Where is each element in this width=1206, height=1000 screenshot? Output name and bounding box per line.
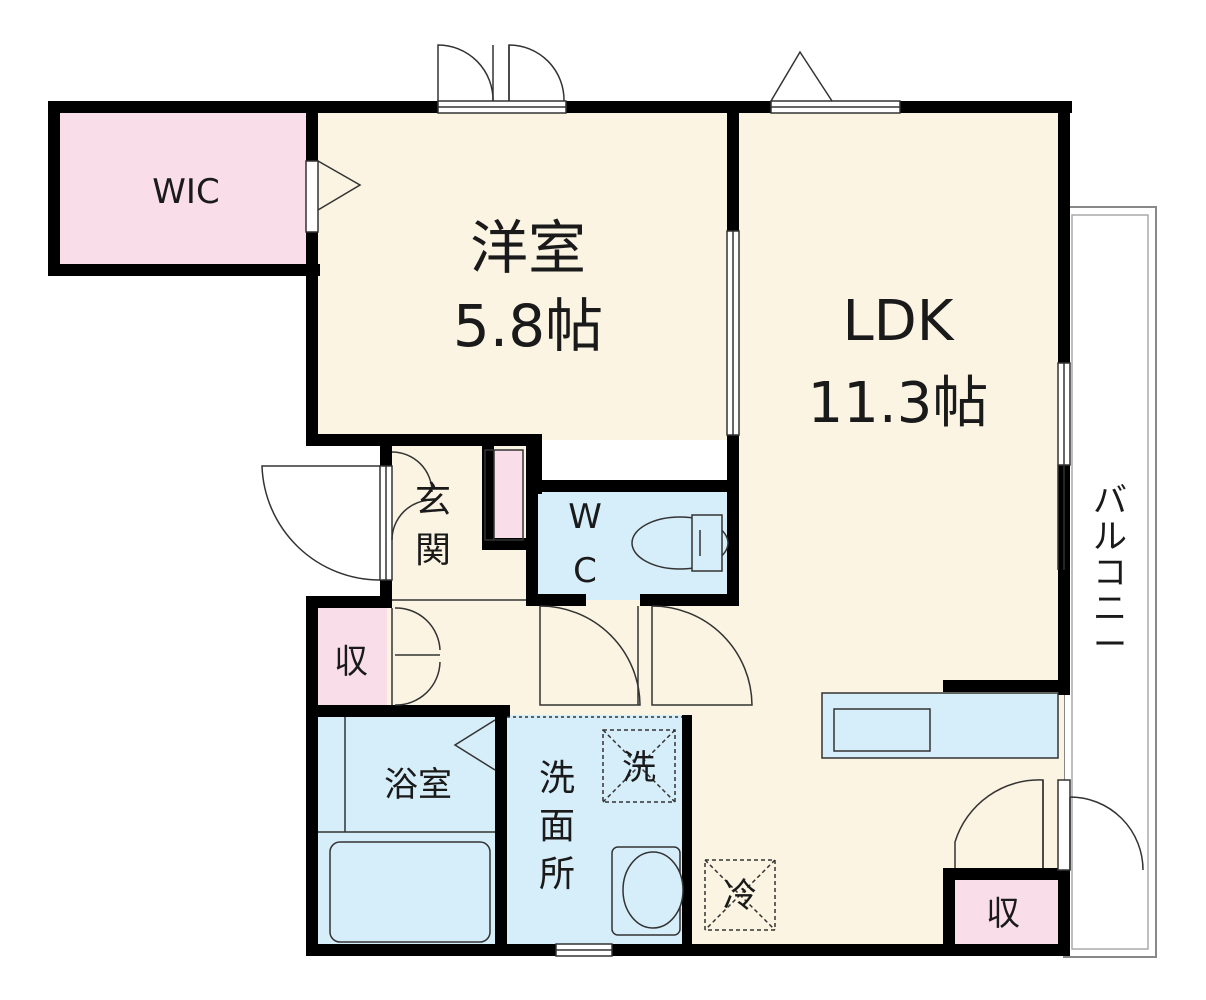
bedroom-size-label: 5.8帖 xyxy=(453,292,603,360)
washer-label: 洗 xyxy=(622,748,656,788)
wic-floor xyxy=(57,110,315,268)
washroom-label: 洗面所 xyxy=(539,758,575,895)
bath-label: 浴室 xyxy=(384,765,452,805)
storage-right-floor xyxy=(950,875,1060,950)
storage-left-label: 収 xyxy=(334,642,368,682)
room-labels: WIC 洋室 5.8帖 LDK 11.3帖 洗 冷 浴室 収 収 xyxy=(152,172,1020,934)
entrance-label: 玄関 xyxy=(415,480,451,571)
bedroom-floor xyxy=(315,110,733,440)
storage-left-floor xyxy=(315,600,387,715)
fixtures xyxy=(261,44,1144,957)
balcony-label: バルコニー xyxy=(1093,481,1127,665)
hall-floor xyxy=(387,600,737,715)
balcony-area xyxy=(1063,206,1157,958)
bedroom-name-label: 洋室 xyxy=(470,214,586,282)
storage-right-label: 収 xyxy=(986,894,1020,934)
ldk-floor xyxy=(733,110,1064,950)
wic-label: WIC xyxy=(152,172,219,212)
ldk-size-label: 11.3帖 xyxy=(808,371,989,436)
ldk-name-label: LDK xyxy=(842,289,954,354)
fridge-label: 冷 xyxy=(723,876,757,916)
